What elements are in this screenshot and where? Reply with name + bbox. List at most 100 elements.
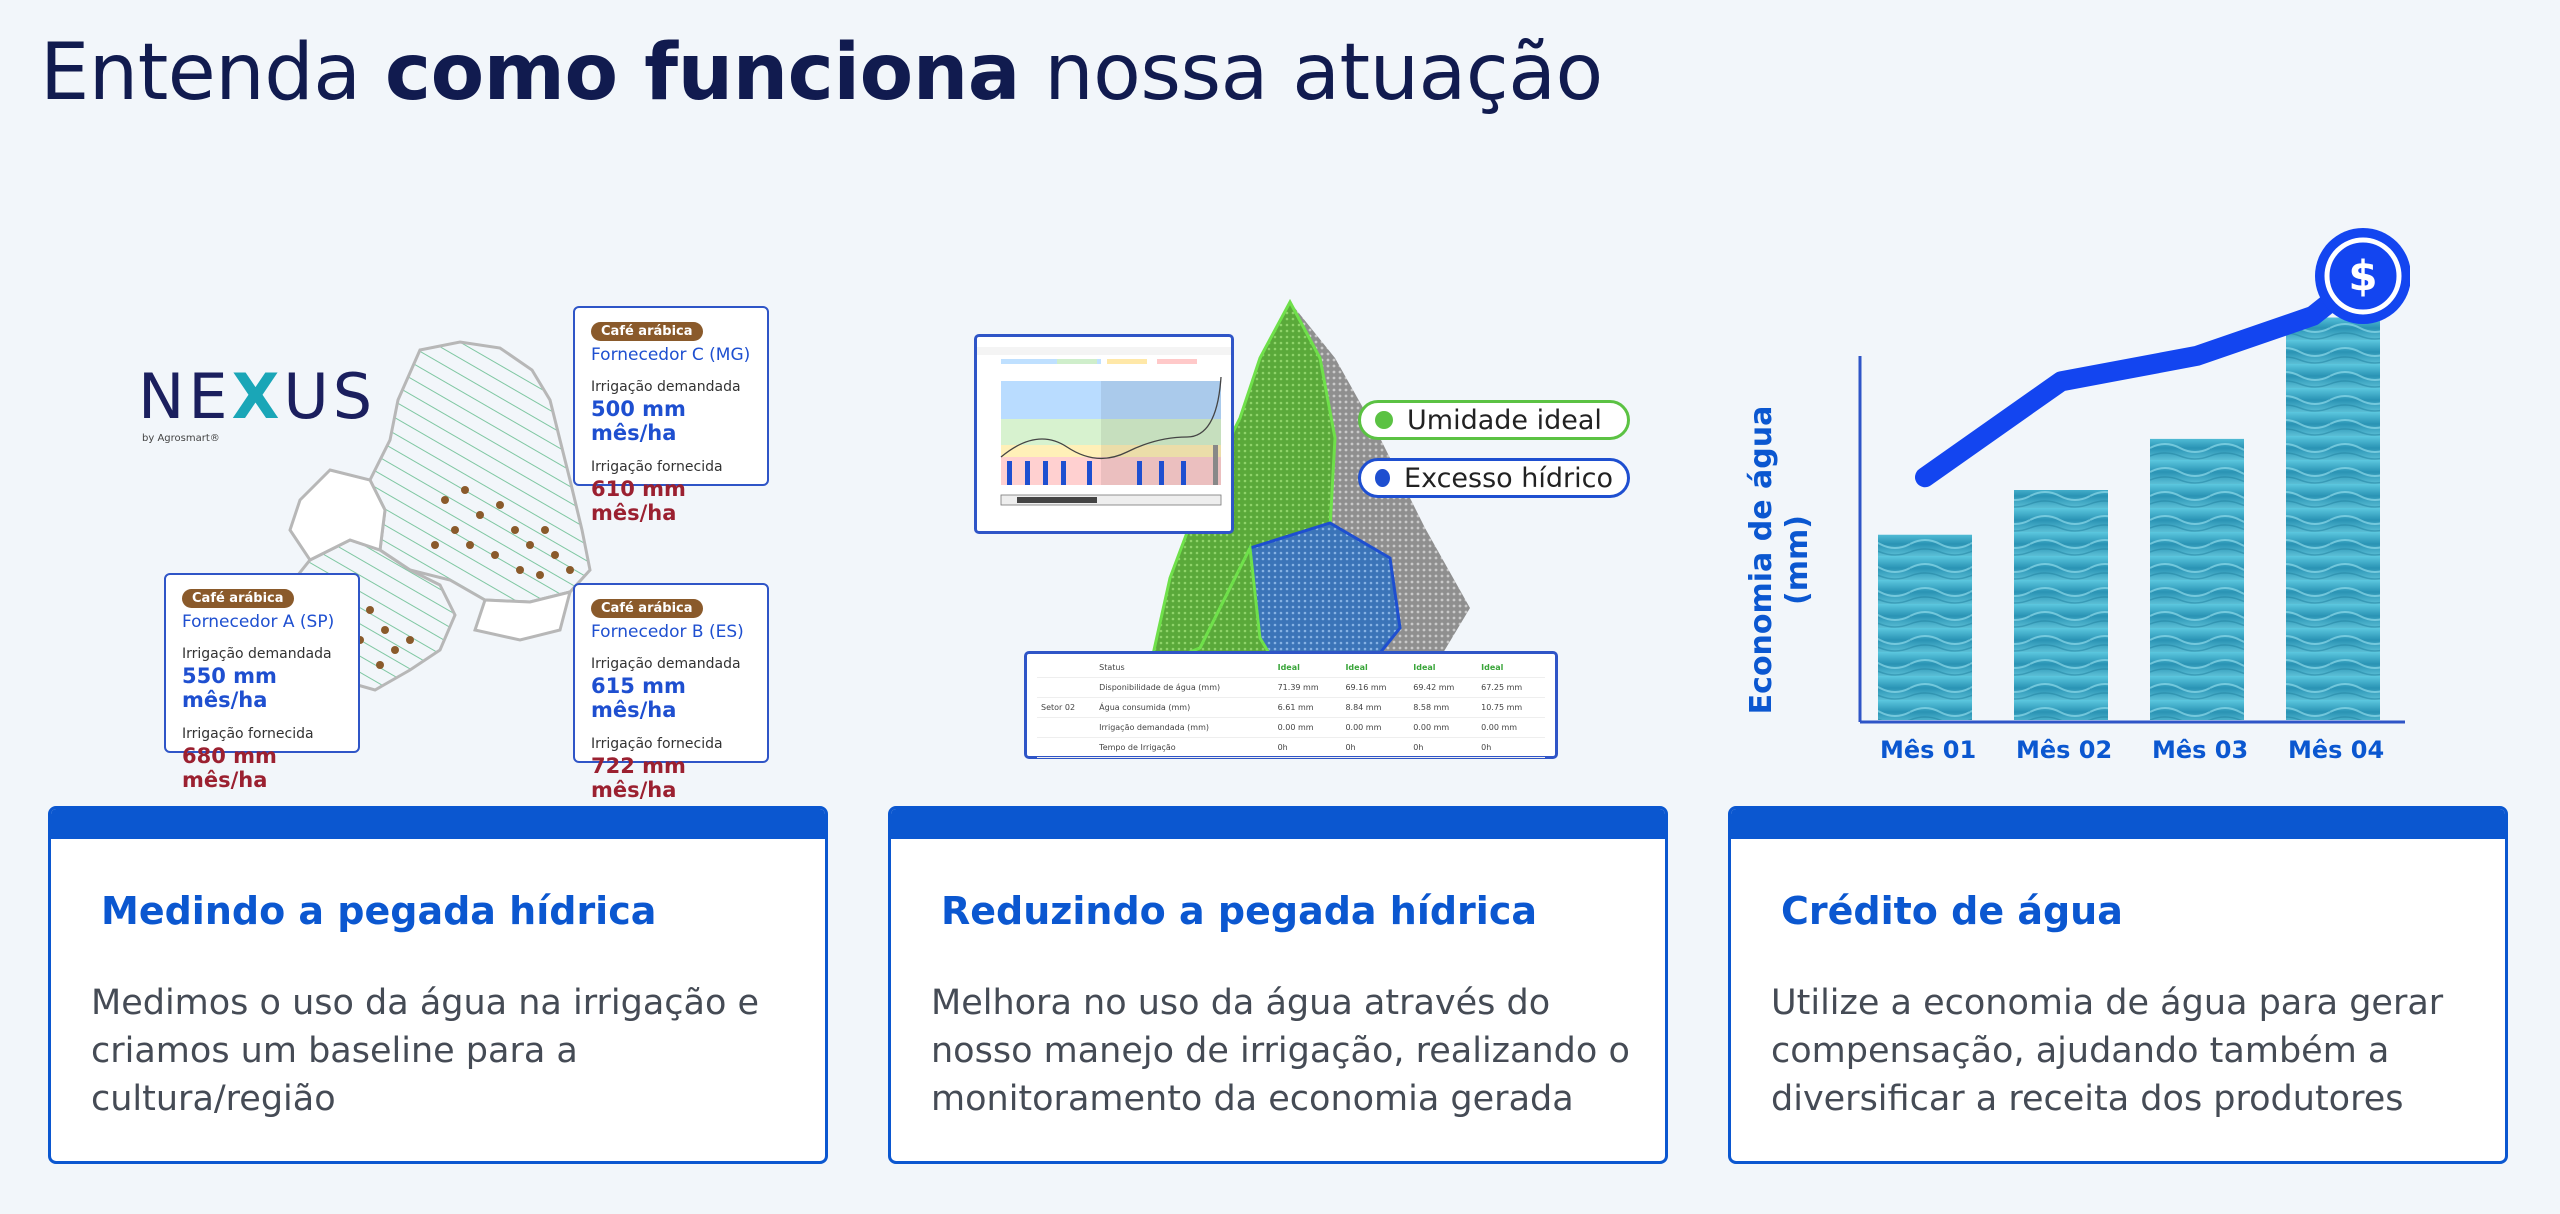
- table-row-label: Status: [1095, 658, 1274, 678]
- supplier-card-mg: Café arábica Fornecedor C (MG) Irrigação…: [573, 306, 769, 525]
- dollar-icon: $: [2315, 228, 2410, 324]
- table-row: Tempo de Irrigação 0h 0h 0h 0h: [1037, 737, 1545, 758]
- card-text: Utilize a economia de água para gerar co…: [1771, 983, 2444, 1119]
- demand-label: Irrigação demandada: [591, 656, 741, 672]
- table-cell: 0.00 mm: [1273, 717, 1342, 738]
- table-row-label: Irrigação demandada (mm): [1095, 717, 1274, 738]
- page-title: Entenda como funciona nossa atuação: [40, 28, 1603, 118]
- legend-ideal: Umidade ideal: [1358, 400, 1630, 440]
- logo-text-after: US: [283, 360, 377, 433]
- bar-2: [2014, 490, 2108, 720]
- table-cell: 10.75 mm: [1477, 697, 1545, 718]
- demand-value: 550 mm mês/ha: [182, 664, 277, 712]
- map-state-go: [288, 468, 387, 562]
- table-row: Disponibilidade de água (mm) 71.39 mm 69…: [1037, 677, 1545, 698]
- card-title: Crédito de água: [1781, 889, 2123, 933]
- farm-dots: [356, 486, 574, 669]
- x-tick-label: Mês 02: [2016, 736, 2113, 764]
- bar-3: [2150, 438, 2244, 720]
- map-state-mg: [368, 340, 592, 604]
- table-row: Setor 02 Água consumida (mm) 6.61 mm 8.8…: [1037, 697, 1545, 718]
- table-cell: 0h: [1477, 737, 1545, 758]
- table-cell: Ideal: [1477, 658, 1545, 678]
- map-state-rj: [473, 589, 573, 642]
- bars-layer: [1878, 317, 2380, 720]
- table-row: Status Ideal Ideal Ideal Ideal: [1037, 658, 1545, 678]
- table-cell: 69.42 mm: [1409, 677, 1478, 698]
- legend-excess-dot: [1375, 469, 1391, 487]
- title-part1: Entenda: [40, 28, 385, 118]
- card-reducing: Reduzindo a pegada hídrica Melhora no us…: [888, 806, 1668, 1164]
- bar-4: [2286, 317, 2380, 720]
- card-water-credit: Crédito de água Utilize a economia de ág…: [1728, 806, 2508, 1164]
- table-row-label: Água consumida (mm): [1095, 697, 1274, 718]
- table-row-label: Tempo de Irrigação: [1095, 737, 1274, 758]
- table-cell: Ideal: [1341, 658, 1410, 678]
- field-map: [1147, 298, 1470, 740]
- supplier-card-es: Café arábica Fornecedor B (ES) Irrigação…: [573, 583, 769, 802]
- table-cell: 0h: [1341, 737, 1410, 758]
- x-tick-label: Mês 04: [2288, 736, 2385, 764]
- supplied-value: 722 mm mês/ha: [591, 754, 686, 802]
- x-tick-label: Mês 03: [2152, 736, 2249, 764]
- supplied-label: Irrigação fornecida: [182, 726, 314, 742]
- chart-y-label-line2: (mm): [1780, 515, 1815, 605]
- supplier-badge: Café arábica: [591, 322, 703, 341]
- table-cell: 0h: [1409, 737, 1478, 758]
- card-title: Reduzindo a pegada hídrica: [941, 889, 1537, 933]
- supplier-name: Fornecedor A (SP): [182, 612, 335, 632]
- table-cell: Ideal: [1273, 658, 1342, 678]
- supplied-label: Irrigação fornecida: [591, 736, 723, 752]
- x-tick-label: Mês 01: [1880, 736, 1977, 764]
- table-cell: Ideal: [1409, 658, 1478, 678]
- demand-label: Irrigação demandada: [182, 646, 332, 662]
- table-cell: 0.00 mm: [1341, 717, 1410, 738]
- demand-label: Irrigação demandada: [591, 379, 741, 395]
- logo-text-mark: X: [231, 360, 284, 433]
- card-text: Medimos o uso da água na irrigação e cri…: [91, 983, 760, 1119]
- card-title: Medindo a pegada hídrica: [101, 889, 657, 933]
- table-cell: 8.58 mm: [1409, 697, 1478, 718]
- supplied-value: 610 mm mês/ha: [591, 477, 686, 525]
- table-row-label: Disponibilidade de água (mm): [1095, 677, 1274, 698]
- table-cell: 8.84 mm: [1341, 697, 1410, 718]
- table-cell: 0.00 mm: [1477, 717, 1545, 738]
- table-cell: 67.25 mm: [1477, 677, 1545, 698]
- sector-data-table: Status Ideal Ideal Ideal Ideal Disponibi…: [1024, 651, 1558, 759]
- supplier-name: Fornecedor B (ES): [591, 622, 744, 642]
- mini-chart-plot: [977, 347, 1231, 506]
- chart-y-label-line1: Economia de água: [1744, 405, 1779, 715]
- logo-subtitle: by Agrosmart®: [142, 433, 220, 444]
- moisture-mini-chart: [974, 334, 1234, 534]
- legend-excess: Excesso hídrico: [1358, 458, 1630, 498]
- title-bold: como funciona: [384, 28, 1021, 118]
- table-cell: 0h: [1273, 737, 1342, 758]
- supplier-name: Fornecedor C (MG): [591, 345, 751, 365]
- logo-text-before: NE: [138, 360, 232, 433]
- card-text: Melhora no uso da água através do nosso …: [931, 983, 1630, 1119]
- supplied-label: Irrigação fornecida: [591, 459, 723, 475]
- table-cell: 6.61 mm: [1273, 697, 1342, 718]
- card-measuring: Medindo a pegada hídrica Medimos o uso d…: [48, 806, 828, 1164]
- table-cell: 71.39 mm: [1273, 677, 1342, 698]
- legend-excess-label: Excesso hídrico: [1404, 462, 1613, 494]
- supplier-card-sp: Café arábica Fornecedor A (SP) Irrigação…: [164, 573, 360, 792]
- supplier-badge: Café arábica: [591, 599, 703, 618]
- water-savings-chart: $: [1858, 228, 2410, 724]
- svg-text:$: $: [2348, 252, 2377, 301]
- legend-ideal-dot: [1375, 411, 1393, 429]
- table-row: Irrigação demandada (mm) 0.00 mm 0.00 mm…: [1037, 717, 1545, 738]
- supplied-value: 680 mm mês/ha: [182, 744, 277, 792]
- legend-ideal-label: Umidade ideal: [1407, 404, 1602, 436]
- demand-value: 615 mm mês/ha: [591, 674, 686, 722]
- sector-table: Status Ideal Ideal Ideal Ideal Disponibi…: [1037, 658, 1545, 758]
- title-part2: nossa atuação: [1019, 28, 1603, 118]
- table-cell: 69.16 mm: [1341, 677, 1410, 698]
- table-cell: 0.00 mm: [1409, 717, 1478, 738]
- chart-y-label: Economia de água (mm): [1744, 406, 1816, 715]
- supplier-badge: Café arábica: [182, 589, 294, 608]
- bar-1: [1878, 534, 1972, 720]
- table-sector-label: Setor 02: [1037, 697, 1096, 718]
